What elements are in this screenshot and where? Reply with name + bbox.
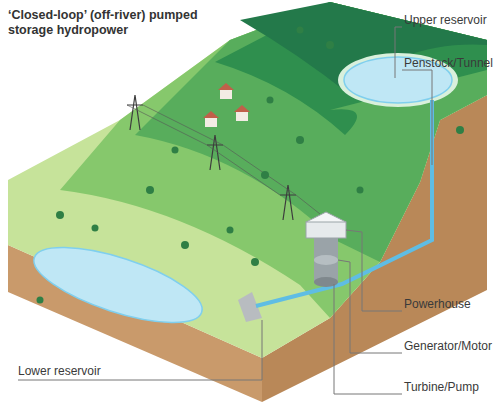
part-label: Turbine/Pump <box>404 380 479 394</box>
tree <box>146 186 154 194</box>
tree <box>357 187 364 194</box>
part-label: Generator/Motor <box>404 339 492 353</box>
leader-line <box>334 284 402 394</box>
powerhouse-building <box>306 222 346 238</box>
tree <box>326 41 334 49</box>
penstock-tunnel <box>256 100 432 306</box>
house <box>236 112 248 121</box>
tree <box>227 227 234 234</box>
trees <box>37 27 465 304</box>
house-roof <box>203 111 219 118</box>
generator-motor <box>314 255 338 265</box>
house <box>205 118 217 127</box>
part-label: Upper reservoir <box>404 13 487 27</box>
diagram-title: ‘Closed-loop’ (off-river) pumped storage… <box>8 8 198 38</box>
part-label: Lower reservoir <box>18 364 101 378</box>
tree <box>297 27 304 34</box>
leader-lines <box>18 27 432 394</box>
house-roof <box>218 83 234 90</box>
pylon-symbol <box>127 95 296 220</box>
tree <box>251 258 259 266</box>
tree <box>456 126 464 134</box>
leader-line <box>395 27 402 78</box>
tree <box>181 241 189 249</box>
tree <box>56 211 64 219</box>
tree <box>172 147 179 154</box>
leader-line <box>346 230 402 311</box>
house <box>220 90 232 99</box>
lower-reservoir <box>26 232 210 338</box>
leader-line <box>338 260 402 353</box>
powerhouse-shaft <box>314 238 338 282</box>
leader-line <box>402 70 432 165</box>
part-label: Penstock/Tunnel <box>404 56 493 70</box>
tree <box>37 297 44 304</box>
tree <box>261 171 269 179</box>
lowland-terrain <box>8 2 487 358</box>
hill-band <box>135 2 487 262</box>
tree <box>267 97 274 104</box>
part-label: Powerhouse <box>404 297 471 311</box>
power-line <box>127 105 320 214</box>
tree <box>296 136 304 144</box>
tree <box>92 225 99 232</box>
leader-line <box>18 320 262 380</box>
house-roof <box>234 105 250 112</box>
